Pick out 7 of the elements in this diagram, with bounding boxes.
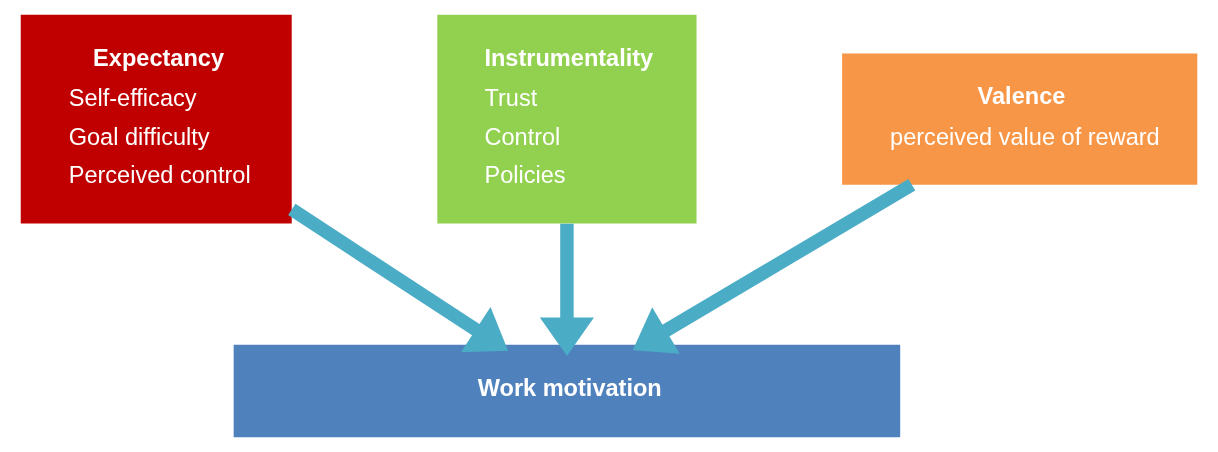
node-box: Work motivation [233, 344, 901, 438]
node-box: Instrumentality Trust Control Policies [437, 14, 697, 224]
arrow [288, 203, 509, 353]
arrow [539, 223, 594, 357]
node-box: Valence perceived value of reward [842, 53, 1198, 185]
node-box: Expectancy Self-efficacy Goal difficulty Perceived control [20, 14, 292, 224]
arrow [632, 178, 916, 354]
